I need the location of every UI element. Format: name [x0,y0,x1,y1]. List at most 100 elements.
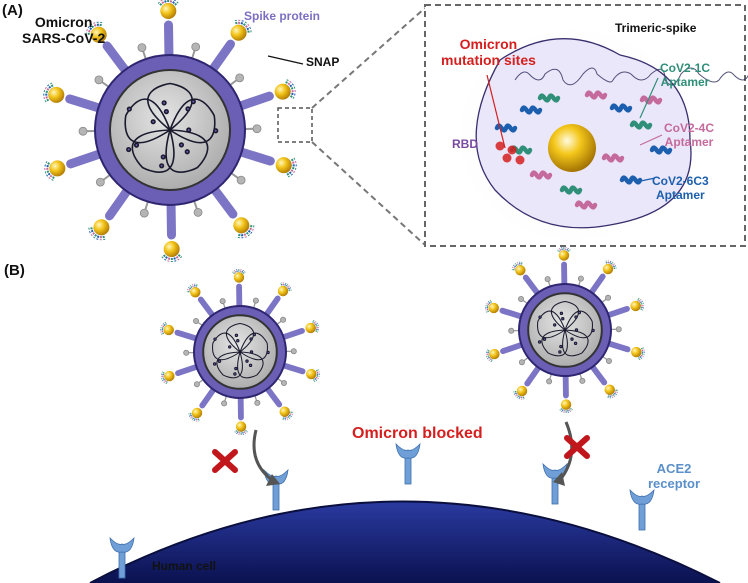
snap-gold-nanoparticle [516,385,528,397]
membrane-protein-head [254,399,261,406]
aptamer-4c-line1: CoV2-4C [664,121,715,135]
aptamer-6c3-pointer [635,177,656,183]
membrane-protein-head [236,175,246,185]
snap-gold-nanoparticle [49,160,66,177]
snap-label: SNAP [306,55,340,69]
membrane-protein-head [94,75,104,85]
viral-rna [124,82,219,173]
membrane-protein-head [137,43,147,53]
aptamer-4c-line2: Aptamer [664,134,714,149]
membrane-protein-head [579,377,586,384]
viral-rna [537,300,595,357]
aptamer-strand [584,90,608,100]
spike-protein [606,340,631,353]
snap-gold-nanoparticle [604,384,615,395]
spike-protein [589,363,608,386]
aptamer-strand [519,105,543,115]
aptamer-1c-line2: Aptamer [660,74,710,89]
membrane-protein-head [508,327,515,334]
omicron-sites-line1: Omicron [459,36,518,52]
aptamer-strand [537,93,561,103]
snap-gold-nanoparticle [279,406,290,417]
spike-protein [208,39,236,74]
membrane-protein-head [252,124,262,134]
membrane-protein-head [193,207,203,217]
membrane-protein-head [193,381,200,388]
mutation-pointer [486,74,506,149]
snap-gold-nanoparticle [233,272,245,283]
snap-gold-nanoparticle [489,348,500,360]
ace2-receptor-label: ACE2 receptor [648,461,700,492]
snap-gold-nanoparticle [48,86,65,103]
membrane-protein-head [280,380,287,387]
snap-gold-nanoparticle [274,83,291,100]
central-gold-nanoparticle [548,124,596,172]
snap-pointer [267,55,304,65]
snap-gold-nanoparticle [235,421,247,432]
panel-b-label: (B) [4,262,25,279]
snap-gold-nanoparticle [305,322,316,334]
aptamer-1c-pointer [639,77,659,119]
aptamer-1c-line1: CoV2-1C [660,61,711,75]
spike-protein [522,274,541,297]
spike-protein [281,362,306,375]
membrane-protein-head [518,295,525,302]
omicron-mutation-site [507,145,517,155]
snap-gold-nanoparticle [164,370,175,382]
spike-protein [588,273,606,296]
membrane-protein-head [615,326,622,333]
membrane-protein-head [193,317,200,324]
membrane-protein-head [183,349,190,356]
snap-gold-nanoparticle [275,157,292,174]
aptamer-6c3-label: CoV2-6C3 Aptamer [652,174,709,203]
membrane-protein-head [139,208,149,218]
membrane-protein-head [544,276,551,283]
omicron-mutation-site [502,153,512,163]
omicron-mutation-site [515,155,525,165]
aptamer-strand [574,200,598,210]
membrane-protein-head [235,73,245,83]
membrane-protein-head [605,294,612,301]
membrane-protein-head [290,348,297,355]
spike-protein [500,341,525,355]
protein-backbone [514,67,748,86]
viral-rna [212,322,270,379]
aptamer-1c-label: CoV2-1C Aptamer [660,61,711,90]
blocked-binding-left [212,429,280,486]
spike-protein [605,305,630,319]
ace2-receptor [629,488,655,531]
membrane-protein-head [252,297,259,304]
aptamer-strand [601,153,625,163]
panel-a-label: (A) [2,2,23,19]
ace2-receptor [109,536,135,579]
omicron-mutation-site [495,141,505,151]
zoom-line-top [311,7,426,109]
snap-gold-nanoparticle [602,263,614,275]
zoom-line-bottom [311,141,426,246]
snap-gold-nanoparticle [277,285,289,297]
spike-protein [280,327,305,341]
omicron-virus-small-right [485,246,645,414]
snap-gold-nanoparticle [488,302,499,314]
snap-gold-nanoparticle [630,300,641,312]
membrane-protein-head [78,126,88,136]
membrane-protein-head [221,400,228,407]
spike-protein [524,364,542,387]
snap-gold-nanoparticle [233,217,250,234]
spike-protein [102,41,130,75]
spike-protein [65,94,103,113]
spike-protein [264,385,283,408]
snap-gold-nanoparticle [306,368,317,380]
spike-protein [236,91,274,111]
trimeric-spike-illustration [460,30,748,240]
snap-gold-nanoparticle [90,26,107,43]
aptamer-strand [639,95,663,105]
aptamer-4c-label: CoV2-4C Aptamer [664,121,715,150]
human-cell-edge [89,500,721,583]
snap-gold-nanoparticle [163,324,174,336]
spike-protein [263,295,281,318]
membrane-protein-head [219,298,226,305]
block-x-icon [212,449,238,473]
omicron-virus-small-left [160,268,320,436]
